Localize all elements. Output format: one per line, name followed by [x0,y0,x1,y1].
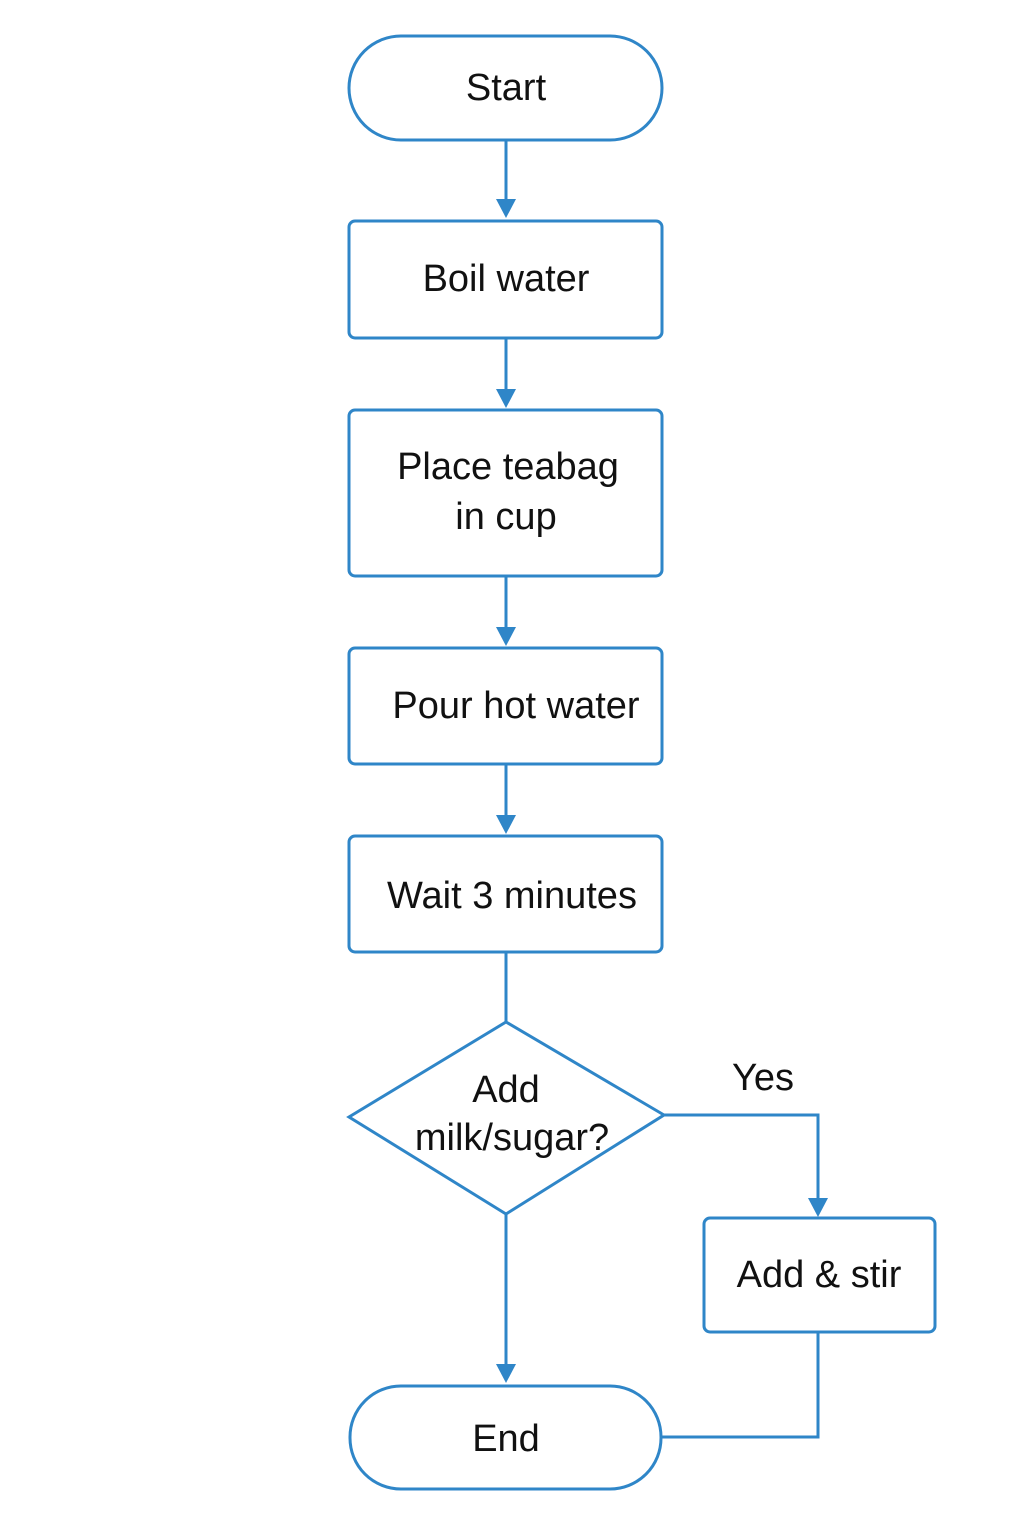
connector-addstir-end [661,1332,820,1439]
start-label: Start [466,67,547,109]
add-stir-label: Add & stir [737,1254,902,1296]
arrowhead-pour-wait [496,815,516,834]
place-teabag-box [347,408,664,578]
end-label: End [472,1418,540,1460]
place-teabag-label-line2: in cup [455,496,556,538]
decision-diamond [346,1020,667,1216]
arrowhead-start-boil [496,199,516,218]
pour-hot-water-label: Pour hot water [392,685,639,727]
wait-box [347,834,664,954]
arrowhead-yes-branch [808,1198,828,1217]
decision-label-line2: milk/sugar? [415,1117,609,1159]
decision-label-line1: Add [472,1069,540,1111]
place-teabag-label-line1: Place teabag [397,446,619,488]
pour-hot-water-box [347,646,664,766]
arrowhead-place-pour [496,627,516,646]
arrowhead-boil-place [496,389,516,408]
connector-decision-yes-branch [664,1113,820,1202]
end-terminator [348,1384,663,1491]
boil-water-box [347,219,664,340]
start-terminator [347,34,664,142]
wait-label: Wait 3 minutes [387,875,637,917]
yes-label: Yes [732,1057,794,1099]
arrowhead-decision-end [496,1364,516,1383]
boil-water-label: Boil water [423,258,590,300]
add-stir-box [702,1216,937,1334]
